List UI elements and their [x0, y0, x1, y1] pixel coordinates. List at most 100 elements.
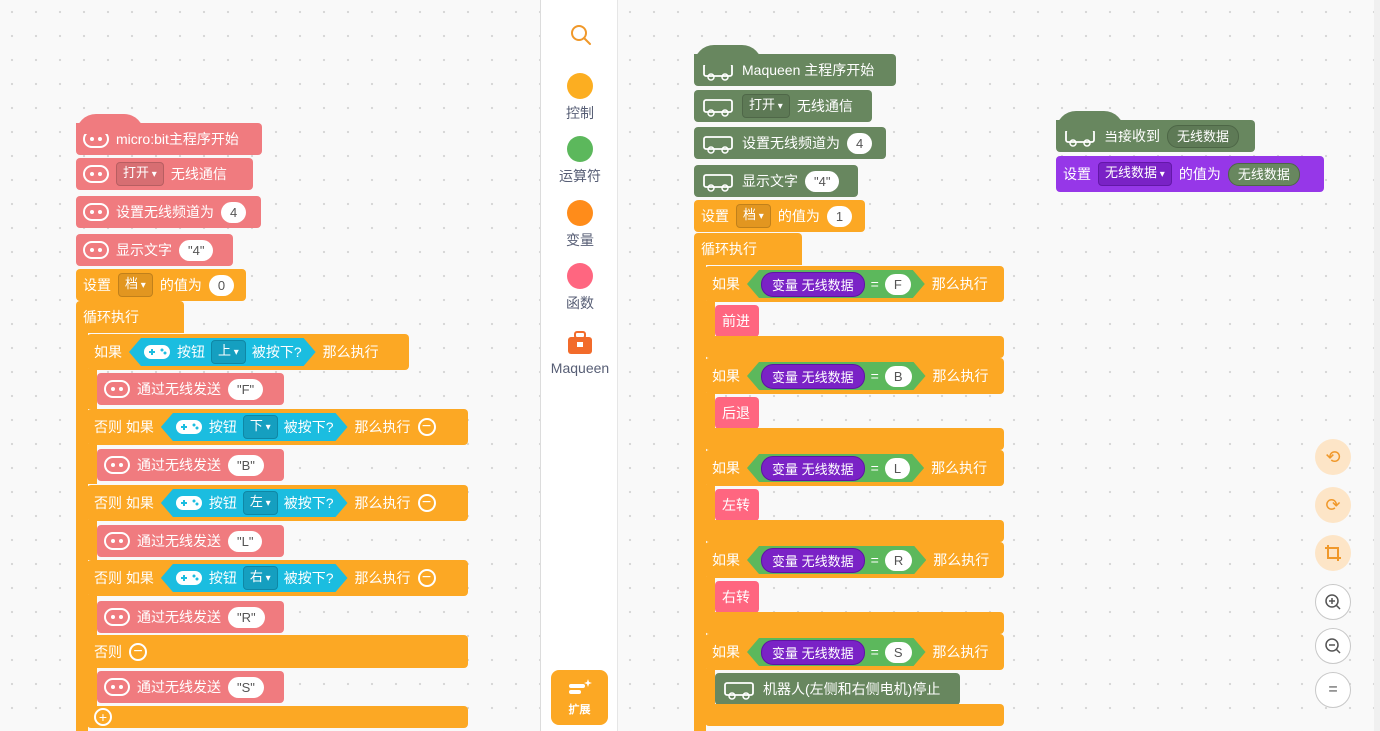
send-value-input[interactable]: "L"	[228, 530, 263, 552]
zoom-in-button[interactable]	[1315, 584, 1351, 620]
variable-reporter[interactable]: 变量 无线数据	[761, 456, 865, 481]
radio-on-block[interactable]: 打开 无线通信	[76, 158, 253, 190]
button-pressed-condition[interactable]: 按钮 上 被按下?	[129, 338, 316, 366]
vertical-scrollbar[interactable]	[1374, 0, 1380, 731]
extension-button[interactable]: 扩展	[551, 670, 608, 725]
variable-dropdown[interactable]: 档	[736, 204, 771, 228]
radio-send-block[interactable]: 通过无线发送 "R"	[97, 601, 284, 633]
else-block[interactable]: 否则 −	[87, 635, 468, 668]
variable-dropdown[interactable]: 无线数据	[1098, 162, 1172, 186]
on-off-dropdown[interactable]: 打开	[742, 94, 790, 118]
button-dropdown[interactable]: 左	[243, 491, 278, 515]
category-control[interactable]: 控制	[542, 73, 618, 123]
action-block[interactable]: 机器人(左侧和右侧电机)停止	[715, 673, 960, 705]
microbit-main-hat-block[interactable]: micro:bit主程序开始	[76, 114, 262, 155]
on-receive-hat-block[interactable]: 当接收到 无线数据	[1056, 111, 1255, 152]
category-dot-icon	[567, 200, 593, 226]
equals-condition[interactable]: 变量 无线数据=R	[747, 546, 926, 574]
else-if-block[interactable]: 否则 如果 按钮 右 被按下? 那么执行 −	[87, 560, 468, 596]
action-block[interactable]: 左转	[715, 489, 759, 521]
button-dropdown[interactable]: 下	[243, 415, 278, 439]
zoom-reset-button[interactable]: =	[1315, 672, 1351, 708]
category-maqueen[interactable]: Maqueen	[542, 330, 618, 376]
undo-button[interactable]: ⟲	[1315, 439, 1351, 475]
block-label: 通过无线发送	[137, 457, 221, 473]
set-variable-block[interactable]: 设置 档 的值为 1	[694, 200, 865, 232]
variable-reporter[interactable]: 变量 无线数据	[761, 640, 865, 665]
add-branch-icon[interactable]: +	[94, 708, 112, 726]
received-data-reporter[interactable]: 无线数据	[1167, 124, 1240, 148]
send-value-input[interactable]: "S"	[228, 676, 264, 698]
equals-condition[interactable]: 变量 无线数据=L	[747, 454, 924, 482]
set-radio-channel-block[interactable]: 设置无线频道为 4	[76, 196, 261, 228]
compare-value-input[interactable]: S	[885, 642, 912, 663]
category-variables[interactable]: 变量	[542, 200, 618, 250]
button-dropdown[interactable]: 上	[211, 340, 246, 364]
compare-value-input[interactable]: L	[885, 458, 910, 479]
button-pressed-condition[interactable]: 按钮 右 被按下?	[161, 564, 348, 592]
text-input[interactable]: "4"	[179, 239, 214, 261]
compare-value-input[interactable]: B	[885, 366, 912, 387]
remove-branch-icon[interactable]: −	[417, 418, 436, 436]
if-block[interactable]: 如果 按钮 上 被按下? 那么执行	[87, 334, 409, 370]
compare-value-input[interactable]: F	[885, 274, 911, 295]
value-input[interactable]: 0	[208, 274, 235, 296]
show-text-block[interactable]: 显示文字 "4"	[694, 165, 858, 197]
zoom-out-button[interactable]	[1315, 628, 1351, 664]
category-operators[interactable]: 运算符	[542, 136, 618, 186]
clean-up-button[interactable]	[1315, 535, 1351, 571]
action-block[interactable]: 右转	[715, 581, 759, 613]
show-text-block[interactable]: 显示文字 "4"	[76, 234, 233, 266]
radio-send-block[interactable]: 通过无线发送 "S"	[97, 671, 284, 703]
button-pressed-condition[interactable]: 按钮 下 被按下?	[161, 413, 348, 441]
equals-condition[interactable]: 变量 无线数据=B	[747, 362, 926, 390]
variable-dropdown[interactable]: 档	[118, 273, 153, 297]
remove-branch-icon[interactable]: −	[129, 642, 147, 661]
set-variable-block[interactable]: 设置 无线数据 的值为 无线数据	[1056, 156, 1324, 192]
channel-input[interactable]: 4	[847, 132, 873, 154]
button-dropdown[interactable]: 右	[243, 566, 278, 590]
send-value-input[interactable]: "B"	[228, 454, 264, 476]
else-if-block[interactable]: 否则 如果 按钮 下 被按下? 那么执行 −	[87, 409, 468, 445]
search-icon[interactable]	[570, 24, 592, 46]
set-variable-block[interactable]: 设置 档 的值为 0	[76, 269, 246, 301]
send-value-input[interactable]: "F"	[228, 378, 264, 400]
forever-loop-block[interactable]: 循环执行	[76, 301, 184, 333]
equals-condition[interactable]: 变量 无线数据=S	[747, 638, 926, 666]
radio-on-block[interactable]: 打开 无线通信	[694, 90, 872, 122]
action-block[interactable]: 后退	[715, 397, 759, 429]
right-workspace[interactable]: Maqueen 主程序开始 打开 无线通信 设置无线频道为 4 显示文字 "4"…	[618, 0, 1380, 731]
remove-branch-icon[interactable]: −	[417, 569, 436, 587]
left-workspace[interactable]: micro:bit主程序开始 打开 无线通信 设置无线频道为 4 显示文字 "4…	[0, 0, 541, 731]
value-input[interactable]: 1	[826, 205, 853, 227]
channel-input[interactable]: 4	[221, 201, 247, 223]
block-label: 那么执行	[322, 344, 379, 360]
action-block[interactable]: 前进	[715, 305, 759, 337]
radio-send-block[interactable]: 通过无线发送 "L"	[97, 525, 284, 557]
maqueen-main-hat-block[interactable]: Maqueen 主程序开始	[694, 45, 896, 86]
radio-send-block[interactable]: 通过无线发送 "B"	[97, 449, 284, 481]
send-value-input[interactable]: "R"	[228, 606, 265, 628]
variable-reporter[interactable]: 变量 无线数据	[761, 364, 865, 389]
text-input[interactable]: "4"	[805, 170, 840, 192]
category-functions[interactable]: 函数	[542, 263, 618, 313]
remove-branch-icon[interactable]: −	[417, 494, 436, 512]
else-if-block[interactable]: 否则 如果 按钮 左 被按下? 那么执行 −	[87, 485, 468, 521]
received-data-reporter[interactable]: 无线数据	[1227, 162, 1300, 186]
on-off-dropdown[interactable]: 打开	[116, 162, 164, 186]
radio-send-block[interactable]: 通过无线发送 "F"	[97, 373, 284, 405]
button-pressed-condition[interactable]: 按钮 左 被按下?	[161, 489, 348, 517]
block-label: 被按下?	[283, 570, 334, 586]
set-radio-channel-block[interactable]: 设置无线频道为 4	[694, 127, 886, 159]
variable-reporter[interactable]: 变量 无线数据	[761, 272, 865, 297]
variable-reporter[interactable]: 变量 无线数据	[761, 548, 865, 573]
redo-button[interactable]: ⟳	[1315, 487, 1351, 523]
forever-loop-block[interactable]: 循环执行	[694, 233, 802, 265]
equals-condition[interactable]: 变量 无线数据=F	[747, 270, 925, 298]
compare-value-input[interactable]: R	[885, 550, 912, 571]
